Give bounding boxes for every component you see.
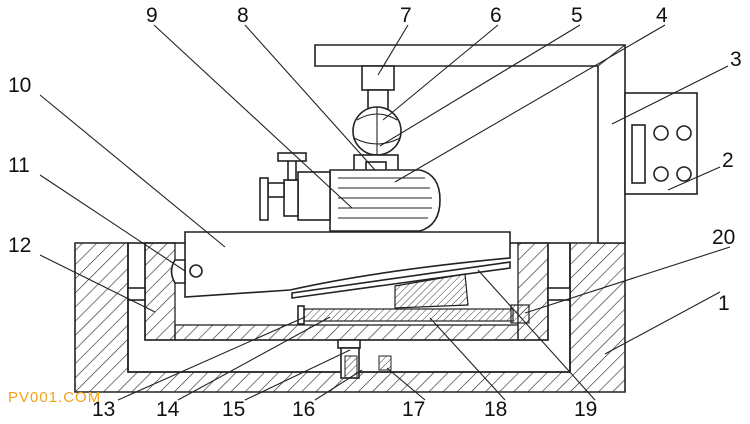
base-housing	[74, 242, 626, 393]
label-15: 15	[222, 398, 245, 421]
label-8: 8	[237, 4, 249, 27]
label-4: 4	[656, 4, 668, 27]
label-9: 9	[146, 4, 158, 27]
label-20: 20	[712, 226, 735, 249]
label-3: 3	[730, 48, 742, 71]
label-1: 1	[718, 292, 730, 315]
label-18: 18	[484, 398, 507, 421]
workbench-plate	[170, 231, 511, 298]
drive-unit	[337, 339, 392, 379]
control-box	[624, 92, 698, 195]
label-6: 6	[490, 4, 502, 27]
slide-wedge	[291, 261, 511, 309]
label-11: 11	[8, 154, 30, 177]
label-10: 10	[8, 74, 31, 97]
screw-rod	[297, 304, 530, 325]
label-13: 13	[92, 398, 115, 421]
label-19: 19	[574, 398, 597, 421]
label-7: 7	[400, 4, 412, 27]
label-17: 17	[402, 398, 425, 421]
motor	[259, 152, 441, 232]
ball-joint	[352, 106, 402, 156]
part-labels: 1 2 3 4 5 6 7 8 9 10 11 12 13 14 15 16 1…	[8, 4, 742, 421]
leader-lines	[39, 24, 731, 401]
label-2: 2	[722, 149, 734, 172]
label-14: 14	[156, 398, 180, 421]
label-16: 16	[292, 398, 315, 421]
label-5: 5	[571, 4, 583, 27]
label-12: 12	[8, 234, 31, 257]
watermark: PV001.COM	[8, 389, 101, 406]
